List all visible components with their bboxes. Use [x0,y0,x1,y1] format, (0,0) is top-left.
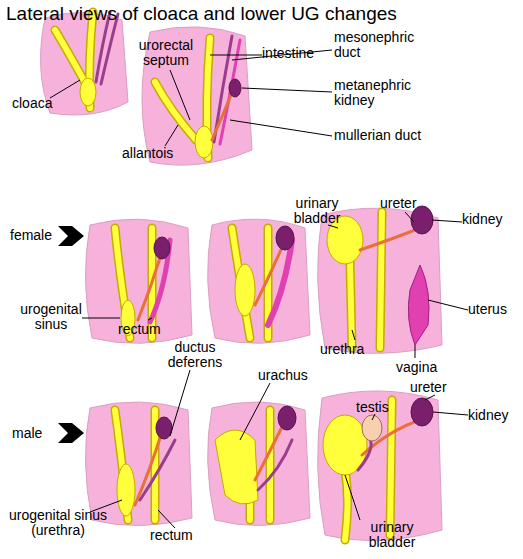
part-label: urinary bladder [352,520,432,550]
yellow-chambers [80,78,367,516]
part-label: urachus [258,368,328,383]
part-label: urogenital sinus [16,302,86,332]
part-label: female [10,228,70,243]
part-label: rectum [150,528,210,543]
diagram-title: Lateral views of cloaca and lower UG cha… [6,3,397,25]
part-label: rectum [118,322,178,337]
part-label: urogenital sinus (urethra) [8,508,108,538]
part-label: urethra [320,342,390,357]
part-label: testis [356,400,416,415]
part-label: allantois [122,146,202,161]
part-label: kidney [468,408,523,423]
part-label: uterus [468,302,523,317]
part-label: metanephric kidney [334,78,434,108]
part-label: male [12,426,72,441]
part-label: ureter [380,196,440,211]
part-label: vagina [396,360,456,375]
part-label: urorectal septum [130,38,202,68]
part-label: intestine [262,46,342,61]
part-label: mullerian duct [334,128,454,143]
tissue-blobs [41,12,442,540]
part-label: cloaca [12,96,72,111]
part-label: ureter [410,380,470,395]
part-label: ductus deferens [160,340,230,370]
sex-arrows [58,226,84,443]
part-label: mesonephric duct [334,30,434,60]
part-label: urinary bladder [282,196,352,226]
leader-lines [50,50,468,528]
part-label: kidney [462,212,522,227]
